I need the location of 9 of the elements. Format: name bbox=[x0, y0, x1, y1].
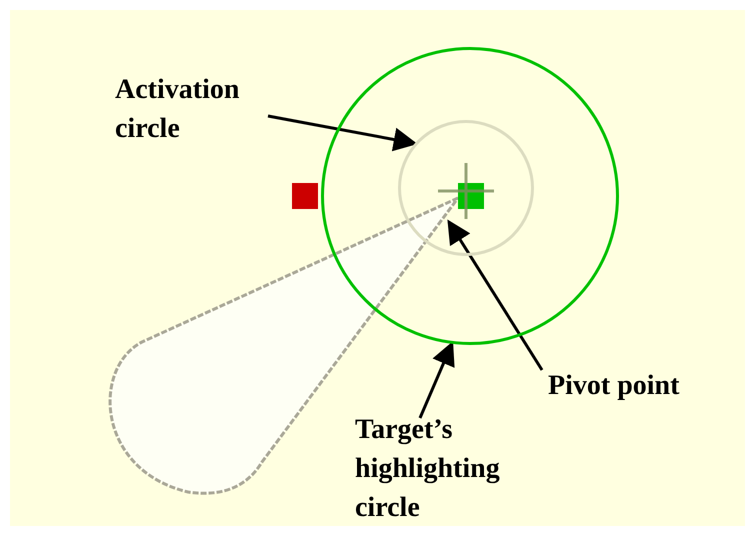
leader-arrow bbox=[268, 114, 418, 152]
crosshair-icon bbox=[438, 163, 494, 219]
callout-label: Target’s highlighting circle bbox=[355, 410, 540, 528]
callout-label: Activation circle bbox=[115, 70, 280, 148]
callout-label: Pivot point bbox=[548, 366, 723, 406]
leader-arrow bbox=[418, 341, 455, 419]
inner-circle bbox=[398, 120, 534, 256]
outer-circle bbox=[321, 47, 619, 345]
leader-arrow bbox=[447, 219, 544, 371]
